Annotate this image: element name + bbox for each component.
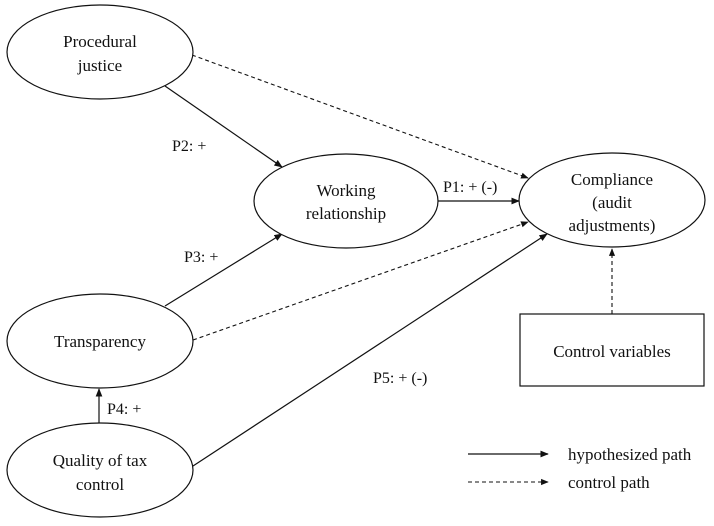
edge-transparency-to-compliance bbox=[192, 221, 529, 341]
node-procedural-justice: Procedural justice bbox=[6, 4, 194, 100]
edge-label-p2: P2: + bbox=[172, 138, 206, 155]
edge-quality-to-compliance bbox=[192, 233, 548, 467]
node-label-line: Working bbox=[316, 181, 376, 200]
node-control-variables: Control variables bbox=[519, 313, 705, 387]
node-label-line: justice bbox=[77, 56, 122, 75]
node-label-line: adjustments) bbox=[569, 216, 656, 235]
edge-label-p3: P3: + bbox=[184, 249, 218, 266]
legend: hypothesized path control path bbox=[468, 445, 692, 492]
node-label-line: Quality of tax bbox=[53, 451, 148, 470]
node-working-relationship: Working relationship bbox=[253, 153, 439, 249]
edge-label-p5: P5: + (-) bbox=[373, 370, 427, 387]
node-quality-of-tax-control: Quality of tax control bbox=[6, 422, 194, 518]
edge-procedural-to-compliance bbox=[191, 54, 529, 179]
node-label-line: Compliance bbox=[571, 170, 653, 189]
node-label-line: (audit bbox=[592, 193, 632, 212]
node-label-line: Transparency bbox=[54, 332, 146, 351]
node-transparency: Transparency bbox=[6, 293, 194, 389]
legend-hypothesized-label: hypothesized path bbox=[568, 445, 692, 464]
node-label-line: relationship bbox=[306, 204, 386, 223]
edge-procedural-to-working bbox=[164, 85, 283, 168]
node-compliance: Compliance (audit adjustments) bbox=[518, 152, 706, 248]
node-label-line: control bbox=[76, 475, 124, 494]
node-label-line: Control variables bbox=[553, 342, 671, 361]
node-label-line: Procedural bbox=[63, 32, 137, 51]
edge-label-p4: P4: + bbox=[107, 401, 141, 418]
edge-label-p1: P1: + (-) bbox=[443, 179, 497, 196]
legend-control-label: control path bbox=[568, 473, 650, 492]
edge-transparency-to-working bbox=[164, 233, 283, 307]
